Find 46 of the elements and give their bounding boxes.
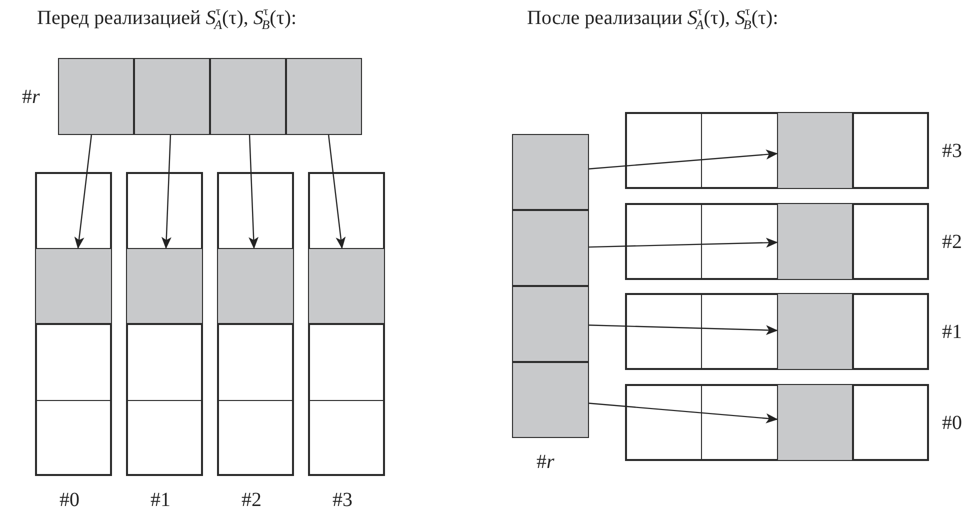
memory-cell <box>512 362 589 438</box>
memory-cell <box>126 248 203 324</box>
arrow <box>248 134 259 249</box>
memory-cell <box>286 58 362 135</box>
arrow <box>588 150 778 170</box>
array-label: #2 <box>942 232 962 252</box>
memory-cell <box>512 286 589 362</box>
memory-cell <box>35 248 112 324</box>
panel-heading: После реализации S$^{τ}$$_{A}$(τ), S$^{τ}$$_{B}$(τ): <box>527 4 778 33</box>
array-label: #0 <box>60 490 80 510</box>
cell-array <box>217 172 294 476</box>
cell-array <box>58 58 362 135</box>
arrow <box>161 134 172 249</box>
memory-cell <box>777 384 853 461</box>
memory-cell <box>777 112 853 189</box>
arrow <box>328 134 346 249</box>
array-label: #3 <box>942 140 962 160</box>
memory-cell <box>210 58 286 135</box>
cell-array <box>625 384 929 461</box>
array-label: #3 <box>332 490 352 510</box>
cell-array <box>625 112 929 189</box>
memory-cell <box>58 58 134 135</box>
array-label: #r <box>22 86 40 106</box>
array-label: #r <box>536 452 554 472</box>
arrow <box>588 402 778 424</box>
memory-cell <box>777 203 853 280</box>
cell-array <box>126 172 203 476</box>
array-label: #0 <box>942 412 962 432</box>
arrow <box>588 238 778 248</box>
cell-array <box>625 203 929 280</box>
memory-cell <box>308 248 385 324</box>
memory-cell <box>134 58 210 135</box>
cell-array <box>308 172 385 476</box>
panel-heading: Перед реализацией S$^{τ}$$_{A}$(τ), S$^{τ}$$_{B}$(τ): <box>37 4 297 33</box>
memory-cell <box>217 248 294 324</box>
memory-cell <box>512 210 589 286</box>
array-label: #1 <box>942 322 962 342</box>
arrow <box>588 324 778 336</box>
arrow <box>74 134 92 249</box>
cell-array <box>35 172 112 476</box>
array-label: #2 <box>242 490 262 510</box>
array-label: #1 <box>150 490 170 510</box>
memory-cell <box>777 293 853 370</box>
memory-cell <box>512 134 589 210</box>
cell-array <box>625 293 929 370</box>
cell-array <box>512 134 589 438</box>
